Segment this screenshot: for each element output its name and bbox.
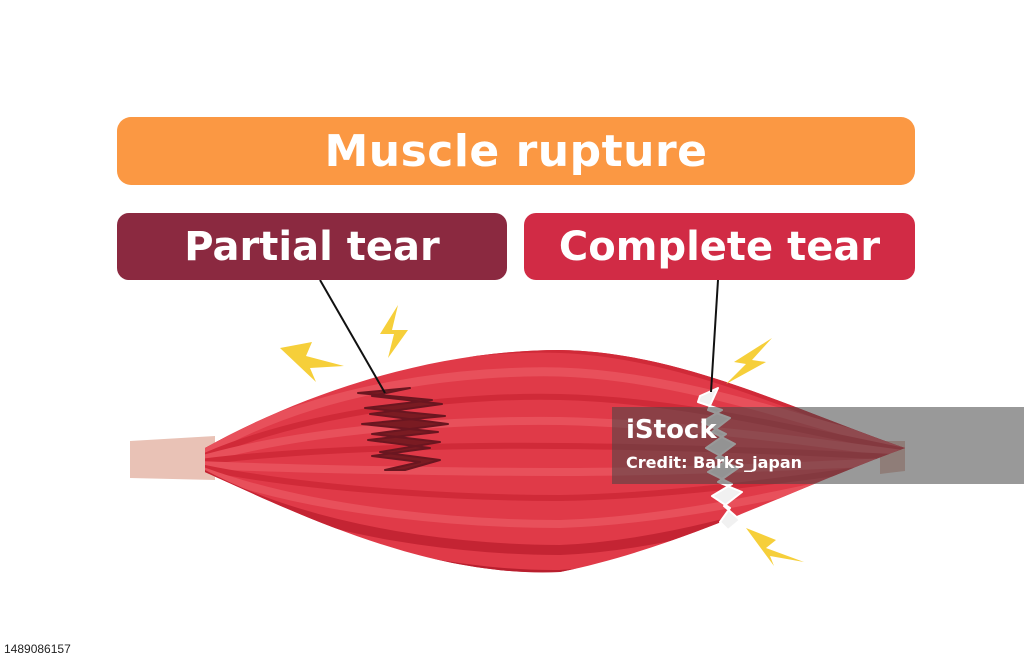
spark-icon [380,305,408,358]
watermark-credit: Credit: Barks_japan [626,453,803,472]
complete-tear-label: Complete tear [524,213,915,280]
image-id-label: 1489086157 [0,640,75,658]
left-tendon [130,436,215,480]
partial-tear-label: Partial tear [117,213,507,280]
watermark-logo: iStock [626,415,717,445]
complete-leader-line [710,279,719,393]
partial-tear-mark [357,387,449,471]
title-banner: Muscle rupture [117,117,915,185]
spark-icon [746,528,804,566]
spark-icon [726,338,772,384]
spark-icon [280,342,344,382]
watermark-overlay: iStock Credit: Barks_japan [612,407,1024,484]
partial-leader-line [319,279,386,394]
